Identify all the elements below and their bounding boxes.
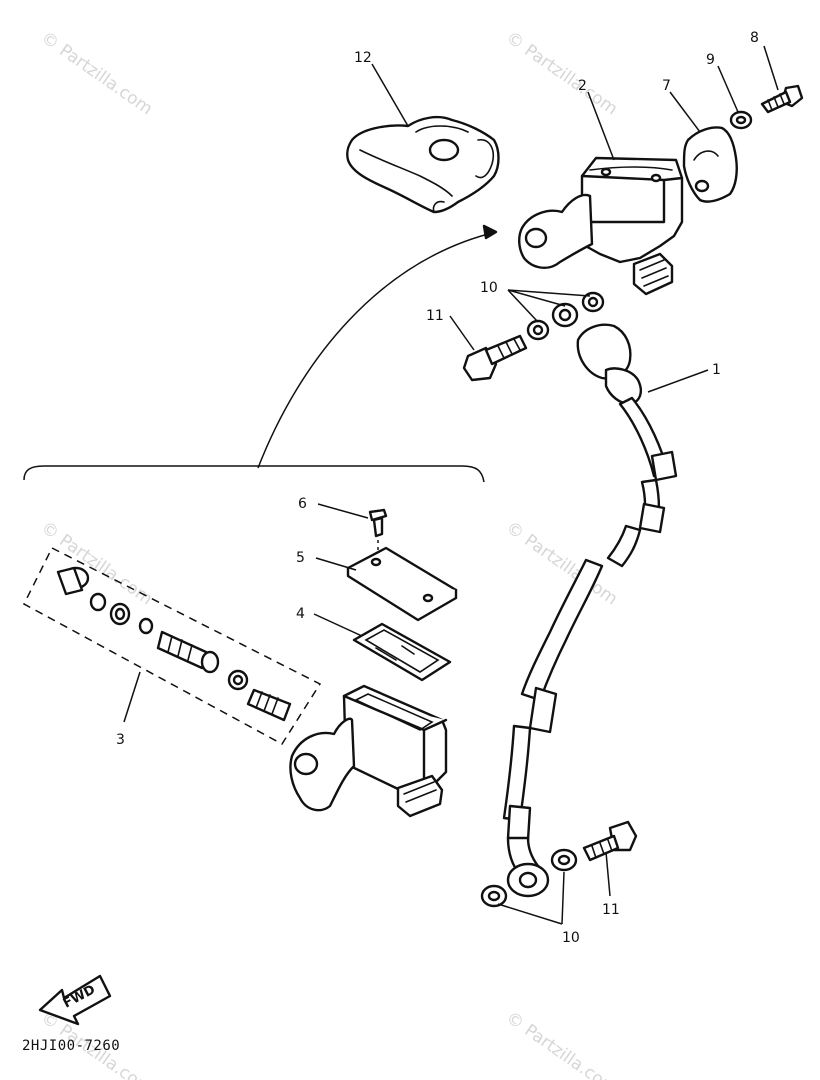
watermark: © Partzilla.com — [502, 518, 621, 610]
callout-5: 5 — [296, 550, 305, 566]
master-cylinder-top — [518, 156, 684, 296]
callout-3: 3 — [116, 732, 125, 748]
piston-kit — [23, 546, 322, 745]
watermark: © Partzilla.com — [37, 28, 156, 120]
watermark: © Partzilla.com — [502, 1008, 621, 1080]
union-bolt-11-bottom — [582, 820, 638, 862]
callout-labels: 1 2 3 4 5 6 7 8 9 10 10 11 11 12 — [116, 30, 759, 946]
washers-10-top — [526, 291, 605, 341]
washer-9 — [729, 110, 753, 130]
watermarks: © Partzilla.com © Partzilla.com © Partzi… — [37, 28, 621, 1080]
callout-11-top: 11 — [426, 308, 444, 324]
callout-9: 9 — [706, 52, 715, 68]
bolt-8 — [760, 84, 804, 114]
screw-6 — [368, 508, 388, 556]
brake-hose — [502, 323, 678, 898]
exploded-view-leader — [23, 224, 498, 483]
watermark: © Partzilla.com — [502, 28, 621, 120]
callout-10-bottom: 10 — [562, 930, 580, 946]
callout-12: 12 — [354, 50, 372, 66]
leader-lines — [123, 45, 779, 925]
callout-4: 4 — [296, 606, 305, 622]
callout-10-top: 10 — [480, 280, 498, 296]
lever-cover-boot — [346, 115, 500, 214]
handlebar-clamp — [682, 126, 738, 203]
callout-2: 2 — [578, 78, 587, 94]
diaphragm — [352, 622, 452, 682]
callout-7: 7 — [662, 78, 671, 94]
washers-10-bottom — [480, 848, 578, 908]
callout-1: 1 — [712, 362, 721, 378]
reservoir-cap — [346, 546, 458, 622]
callout-8: 8 — [750, 30, 759, 46]
callout-6: 6 — [298, 496, 307, 512]
diagram-code: 2HJI00-7260 — [22, 1038, 120, 1054]
callout-11-bottom: 11 — [602, 902, 620, 918]
union-bolt-11-top — [462, 334, 528, 382]
master-cylinder-body — [289, 684, 448, 818]
